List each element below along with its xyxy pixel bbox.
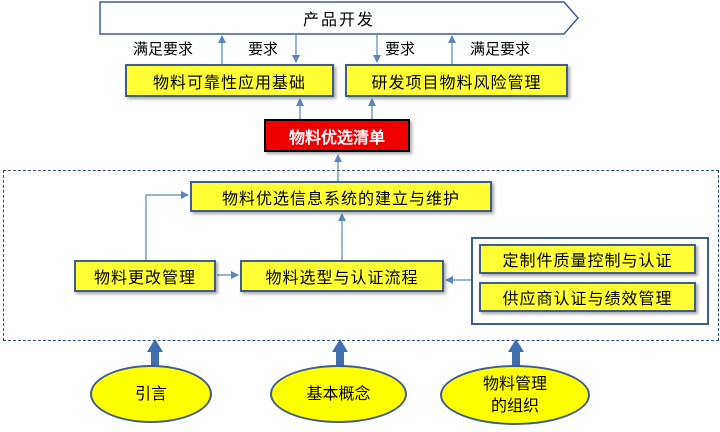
thick-arrow-concepts — [332, 339, 348, 366]
ellipse-concepts: 基本概念 — [270, 365, 407, 423]
info-system-box: 物料优选信息系统的建立与维护 — [190, 181, 492, 212]
selection-certification-box: 物料选型与认证流程 — [240, 260, 444, 292]
thick-arrow-organization — [508, 339, 524, 366]
preferred-list-box: 物料优选清单 — [264, 119, 410, 152]
thick-arrow-intro — [147, 339, 163, 366]
supplier-box: 供应商认证与绩效管理 — [479, 282, 696, 312]
reliability-box: 物料可靠性应用基础 — [125, 64, 334, 97]
label-satisfy-left: 满足要求 — [133, 40, 194, 58]
label-require-right: 要求 — [385, 40, 416, 58]
system-area — [3, 170, 719, 341]
ellipse-organization: 物料管理 的组织 — [440, 365, 590, 425]
custom-parts-box: 定制件质量控制与认证 — [479, 244, 696, 274]
ellipse-intro-label: 引言 — [134, 384, 167, 403]
risk-management-box: 研发项目物料风险管理 — [345, 64, 568, 97]
ellipse-organization-line2: 的组织 — [490, 396, 539, 415]
label-require-left: 要求 — [248, 40, 279, 58]
product-dev-label: 产品开发 — [302, 10, 375, 29]
ellipse-concepts-label: 基本概念 — [306, 384, 371, 403]
change-management-box: 物料更改管理 — [74, 260, 216, 292]
ellipse-intro: 引言 — [90, 365, 212, 423]
ellipse-organization-line1: 物料管理 — [482, 374, 547, 393]
label-satisfy-right: 满足要求 — [470, 40, 531, 58]
